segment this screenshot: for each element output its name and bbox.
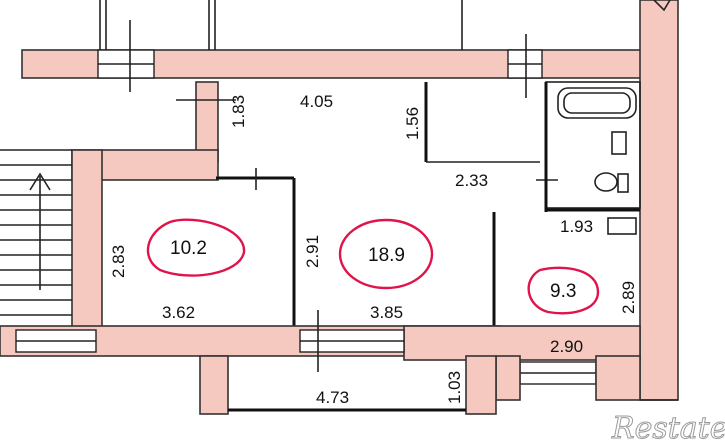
dim-room-right-height: 2.89 xyxy=(619,281,638,314)
dim-room-center-height: 2.91 xyxy=(303,235,322,268)
balcony-left-wall xyxy=(199,355,229,415)
dim-top-wall: 4.05 xyxy=(300,92,333,111)
dim-bath-vertical: 1.56 xyxy=(403,107,422,140)
area-room-right: 9.3 xyxy=(550,281,576,302)
dim-room-right-width: 2.90 xyxy=(550,337,583,356)
dim-room-center-width: 3.85 xyxy=(370,303,403,322)
area-room-left: 10.2 xyxy=(170,238,207,259)
area-room-center: 18.9 xyxy=(368,245,405,266)
left-outer-wall xyxy=(71,149,103,331)
dim-balcony-depth: 1.03 xyxy=(445,371,464,404)
dim-room-left-width: 3.62 xyxy=(162,303,195,322)
area-circle-center xyxy=(338,218,434,290)
area-circle-left xyxy=(146,218,246,277)
dim-room-left-height: 2.83 xyxy=(109,245,128,278)
stairs-icon xyxy=(0,149,72,316)
bathtub-icon xyxy=(557,87,637,119)
watermark: Restate xyxy=(611,411,725,444)
area-circle-right xyxy=(527,266,600,315)
right-wall xyxy=(639,0,679,401)
toilet-icon xyxy=(594,172,618,192)
dim-top-left-vertical: 1.83 xyxy=(229,95,248,128)
dim-balcony-width: 4.73 xyxy=(316,388,349,407)
dim-bath-width: 1.93 xyxy=(560,217,593,236)
balcony-right-wall xyxy=(465,355,497,415)
sink-icon xyxy=(611,131,627,155)
dim-corridor: 2.33 xyxy=(455,171,488,190)
